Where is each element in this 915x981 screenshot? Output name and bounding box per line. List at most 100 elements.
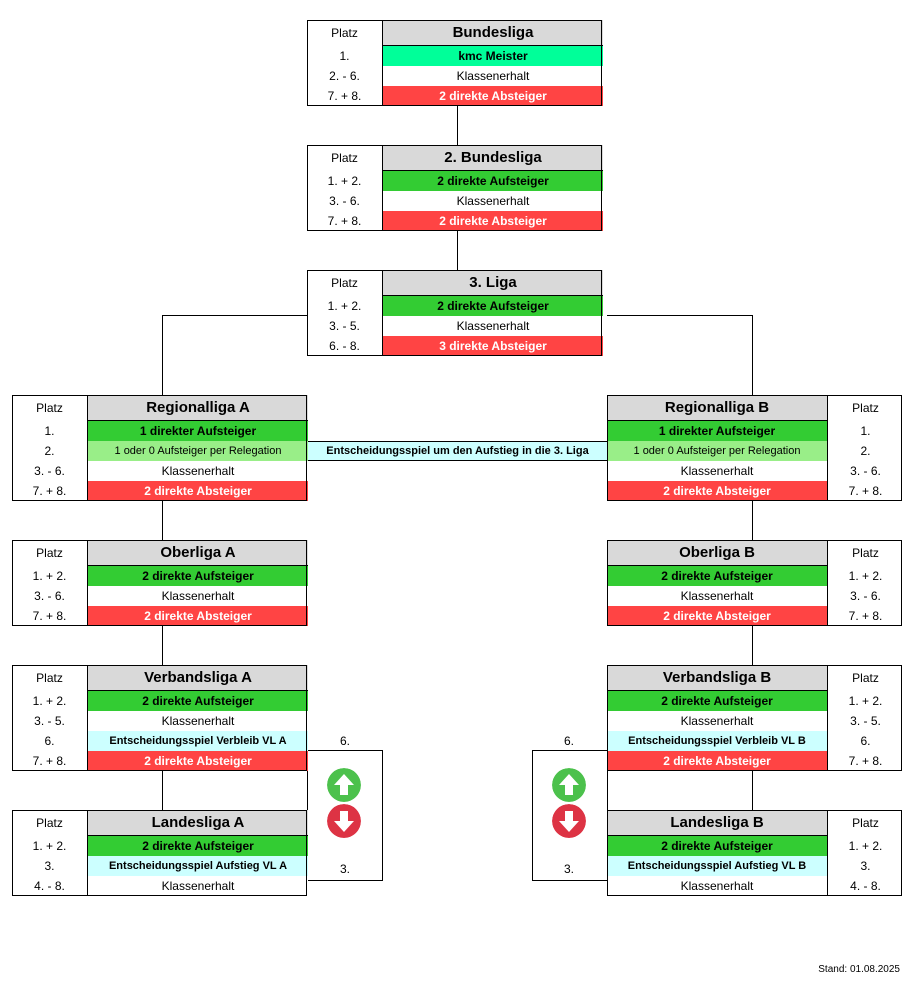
stand-date: Stand: 01.08.2025 xyxy=(818,964,900,975)
league-name: Oberliga A xyxy=(87,540,308,566)
league-name: Oberliga B xyxy=(607,540,828,566)
status-cell: 3 direkte Absteiger xyxy=(382,336,603,356)
league-row: 6.Entscheidungsspiel Verbleib VL A xyxy=(12,731,308,751)
position-cell: 1. xyxy=(307,45,383,66)
connector-line xyxy=(752,625,753,666)
league-row: 3. - 5.Klassenerhalt xyxy=(12,711,308,731)
league-row: 1. + 2.2 direkte Aufsteiger xyxy=(307,170,603,191)
status-cell: Klassenerhalt xyxy=(382,316,603,336)
platz-header: Platz xyxy=(827,395,903,421)
league-row: 1. + 2.2 direkte Aufsteiger xyxy=(12,565,308,586)
platz-header: Platz xyxy=(12,810,88,836)
position-cell: 1. + 2. xyxy=(12,835,88,856)
platz-header: Platz xyxy=(827,665,903,691)
position-cell: 7. + 8. xyxy=(12,606,88,626)
position-cell: 2. xyxy=(12,441,88,461)
position-cell: 4. - 8. xyxy=(12,876,88,896)
status-cell: 1 direkter Aufsteiger xyxy=(87,420,308,441)
status-cell: 2 direkte Absteiger xyxy=(382,211,603,231)
relegation-top-label: 6. xyxy=(564,734,575,748)
status-cell: 2 direkte Absteiger xyxy=(607,751,828,771)
status-cell: 2 direkte Absteiger xyxy=(607,606,828,626)
league-name: Regionalliga A xyxy=(87,395,308,421)
platz-header: Platz xyxy=(12,665,88,691)
position-cell: 1. + 2. xyxy=(307,170,383,191)
platz-header: Platz xyxy=(307,20,383,46)
position-cell: 1. + 2. xyxy=(12,565,88,586)
position-cell: 4. - 8. xyxy=(827,876,903,896)
position-cell: 3. - 6. xyxy=(307,191,383,211)
league-row: 1. + 2.2 direkte Aufsteiger xyxy=(307,295,603,316)
relegation-top-label: 6. xyxy=(340,734,351,748)
position-cell: 3. - 6. xyxy=(12,461,88,481)
status-cell: 2 direkte Aufsteiger xyxy=(87,835,308,856)
position-cell: 3. xyxy=(12,856,88,876)
position-cell: 3. - 6. xyxy=(827,586,903,606)
connector-line xyxy=(162,770,163,811)
status-cell: 2 direkte Absteiger xyxy=(87,606,308,626)
platz-header: Platz xyxy=(307,145,383,171)
league-row: 3. - 6.Klassenerhalt xyxy=(12,586,308,606)
league-row: 1.kmc Meister xyxy=(307,45,603,66)
connector-line xyxy=(162,315,163,396)
platz-header: Platz xyxy=(307,270,383,296)
league-name: Landesliga A xyxy=(87,810,308,836)
league-row: 7. + 8.2 direkte Absteiger xyxy=(12,481,308,501)
league-name: Bundesliga xyxy=(382,20,603,46)
league-row: 1. + 2.2 direkte Aufsteiger xyxy=(12,835,308,856)
position-cell: 1. + 2. xyxy=(827,565,903,586)
arrow-up-icon xyxy=(552,768,586,802)
status-cell: 1 oder 0 Aufsteiger per Relegation xyxy=(87,441,308,461)
position-cell: 3. - 6. xyxy=(827,461,903,481)
status-cell: Entscheidungsspiel Verbleib VL A xyxy=(87,731,308,751)
status-cell: Klassenerhalt xyxy=(87,461,308,481)
league-name: Verbandsliga B xyxy=(607,665,828,691)
arrow-down-icon xyxy=(552,804,586,838)
status-cell: Klassenerhalt xyxy=(607,876,828,896)
position-cell: 1. + 2. xyxy=(12,690,88,711)
status-cell: Klassenerhalt xyxy=(382,191,603,211)
league-name: 2. Bundesliga xyxy=(382,145,603,171)
position-cell: 1. xyxy=(827,420,903,441)
position-cell: 7. + 8. xyxy=(827,751,903,771)
position-cell: 3. - 6. xyxy=(12,586,88,606)
league-row: 7. + 8.2 direkte Absteiger xyxy=(307,211,603,231)
platz-header: Platz xyxy=(12,395,88,421)
position-cell: 2. - 6. xyxy=(307,66,383,86)
connector-line xyxy=(752,770,753,811)
status-cell: 1 oder 0 Aufsteiger per Relegation xyxy=(607,441,828,461)
league-name: Landesliga B xyxy=(607,810,828,836)
status-cell: 2 direkte Absteiger xyxy=(382,86,603,106)
arrow-down-icon xyxy=(327,804,361,838)
status-cell: 1 direkter Aufsteiger xyxy=(607,420,828,441)
status-cell: Klassenerhalt xyxy=(87,711,308,731)
league-row: 3. - 6.Klassenerhalt xyxy=(12,461,308,481)
position-cell: 1. + 2. xyxy=(307,295,383,316)
status-cell: Klassenerhalt xyxy=(382,66,603,86)
status-cell: kmc Meister xyxy=(382,45,603,66)
position-cell: 7. + 8. xyxy=(12,481,88,501)
